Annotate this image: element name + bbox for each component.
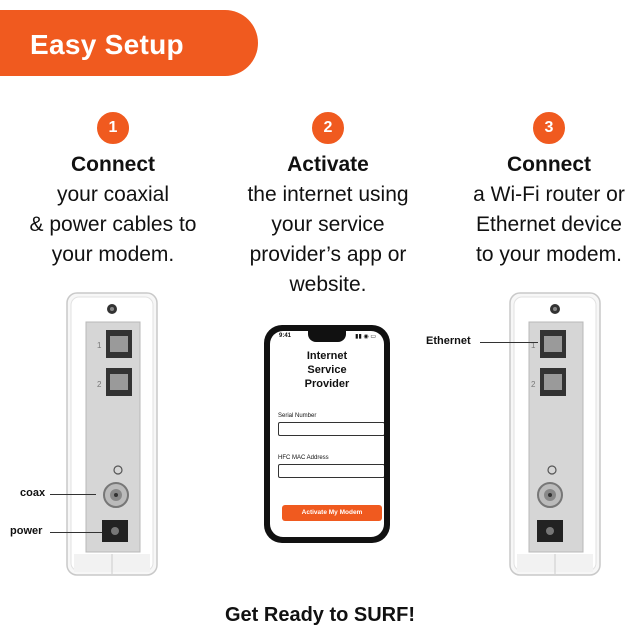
status-time: 9:41	[279, 333, 292, 339]
footer-tagline: Get Ready to SURF!	[224, 604, 416, 626]
step-2-line-2: your service	[271, 213, 385, 236]
step-1-line-2: & power cables to	[29, 213, 197, 236]
hfc-mac-label: HFC MAC Address	[278, 455, 329, 461]
modem-left-port-2-label: 2	[97, 380, 102, 389]
modem-left-image: 1 2	[66, 292, 158, 576]
ethernet-callout-line	[480, 342, 538, 343]
step-2-number: 2	[312, 112, 344, 144]
phone-screen: 9:41 ▮▮ ◉ ▭ Internet Service Provider Se…	[270, 331, 384, 537]
modem-right-port-2-label: 2	[531, 380, 536, 389]
coax-callout: coax	[20, 487, 46, 499]
modem-left-port-1-label: 1	[97, 341, 102, 350]
step-2-line-4: website.	[289, 273, 367, 296]
step-1-number: 1	[97, 112, 129, 144]
status-icons: ▮▮ ◉ ▭	[355, 334, 376, 340]
serial-number-input[interactable]	[278, 422, 384, 436]
step-2-line-3: provider’s app or	[249, 243, 407, 266]
step-3-number: 3	[533, 112, 565, 144]
step-3-line-1: a Wi-Fi router or	[473, 183, 625, 206]
isp-title-line-1: Internet	[306, 350, 348, 362]
step-1-text: Connect your coaxial & power cables to y…	[3, 150, 223, 270]
step-3-line-2: Ethernet device	[476, 213, 622, 236]
coax-callout-line	[50, 494, 96, 495]
step-3-title: Connect	[507, 153, 591, 176]
modem-right-image: 1 2	[509, 292, 601, 576]
activate-my-modem-button[interactable]: Activate My Modem	[282, 505, 382, 521]
step-3-text: Connect a Wi-Fi router or Ethernet devic…	[439, 150, 640, 270]
step-2-line-1: the internet using	[247, 183, 409, 206]
isp-title: Internet Service Provider	[270, 349, 384, 391]
modem-right-port-1-label: 1	[531, 341, 536, 350]
step-1-line-1: your coaxial	[56, 183, 170, 206]
power-callout-line	[50, 532, 102, 533]
hfc-mac-input[interactable]	[278, 464, 384, 478]
phone-mockup: 9:41 ▮▮ ◉ ▭ Internet Service Provider Se…	[264, 325, 390, 543]
phone-notch	[308, 331, 346, 342]
step-2-title: Activate	[287, 153, 369, 176]
step-3-line-3: to your modem.	[476, 243, 622, 266]
step-1-title: Connect	[71, 153, 155, 176]
power-callout: power	[10, 525, 43, 537]
ethernet-callout: Ethernet	[426, 335, 471, 347]
banner-title: Easy Setup	[30, 29, 184, 60]
easy-setup-banner: Easy Setup	[0, 10, 258, 76]
isp-title-line-2: Service	[307, 364, 347, 376]
step-1-line-3: your modem.	[51, 243, 175, 266]
step-2-text: Activate the internet using your service…	[218, 150, 438, 300]
isp-title-line-3: Provider	[304, 378, 350, 390]
serial-number-label: Serial Number	[278, 413, 317, 419]
